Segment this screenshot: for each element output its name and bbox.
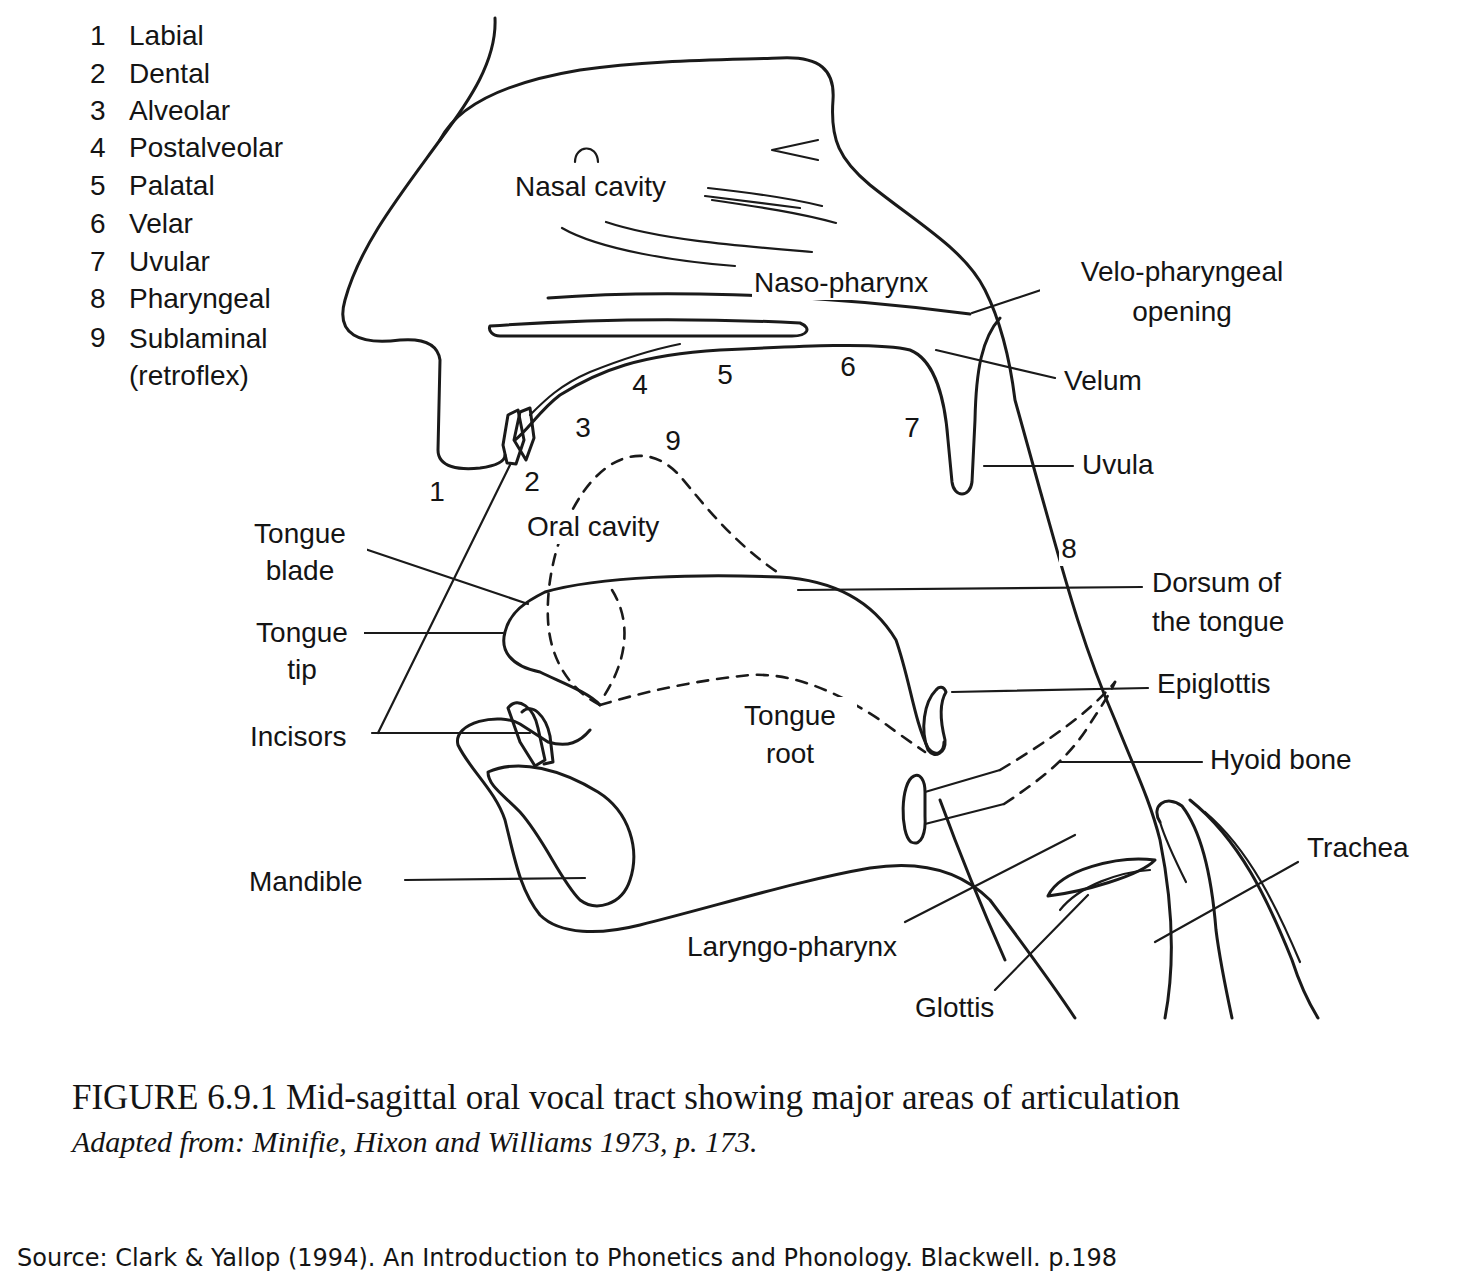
part-label: Nasal cavity	[513, 170, 668, 204]
legend-term: Sublaminal (retroflex)	[127, 320, 301, 394]
legend-term: Dental	[127, 57, 212, 91]
part-label: Velum	[1062, 364, 1144, 398]
alveolar-ridge	[530, 344, 680, 415]
callout-number: 2	[522, 465, 542, 499]
retroflex-tongue	[548, 456, 780, 705]
callout-number: 9	[663, 424, 683, 458]
part-label: Mandible	[247, 865, 365, 899]
mandible-bone	[488, 766, 634, 906]
arytenoid	[1157, 801, 1232, 1018]
legend-term: Postalveolar	[127, 131, 285, 165]
legend-number: 4	[88, 131, 108, 165]
nasal-feature	[575, 148, 598, 162]
hyoid-horn	[1004, 682, 1115, 804]
legend-term: Uvular	[127, 245, 212, 279]
callout-number: 3	[573, 411, 593, 445]
legend-term: Palatal	[127, 169, 217, 203]
source-note: Adapted from: Minifie, Hixon and William…	[70, 1124, 760, 1160]
callout-number: 1	[427, 475, 447, 509]
leader-line	[1060, 761, 1202, 763]
part-label: Laryngo-pharynx	[685, 930, 899, 964]
hard-palate	[489, 320, 806, 336]
callout-number: 6	[838, 350, 858, 384]
callout-number: 4	[630, 368, 650, 402]
leader-line	[705, 196, 800, 208]
leader-line	[905, 835, 1075, 922]
part-label: Hyoid bone	[1208, 743, 1354, 777]
vocal-fold	[1060, 870, 1150, 910]
legend-number: 1	[88, 19, 108, 53]
legend-term: Pharyngeal	[127, 282, 273, 316]
leader-line	[972, 287, 1050, 313]
vocal-fold	[1048, 859, 1155, 896]
legend-number: 3	[88, 94, 108, 128]
part-label: Uvula	[1080, 448, 1156, 482]
leader-line	[952, 688, 1148, 692]
hyoid-bone	[903, 775, 925, 843]
callout-number: 7	[902, 411, 922, 445]
part-label: Tongue tip	[240, 614, 364, 688]
leader-line	[372, 465, 530, 733]
hyoid-bone	[925, 770, 1004, 824]
part-label: Glottis	[913, 991, 996, 1025]
larynx-front	[940, 800, 1005, 960]
legend-number: 5	[88, 169, 108, 203]
legend-term: Velar	[127, 207, 195, 241]
legend-term: Alveolar	[127, 94, 232, 128]
part-label: Incisors	[248, 720, 348, 754]
part-label: Naso-pharynx	[752, 266, 930, 300]
part-label: Velo-pharyngeal opening	[1040, 252, 1324, 332]
leader-line	[346, 632, 503, 634]
legend-number: 9	[88, 321, 108, 355]
trachea-wall	[1190, 800, 1318, 1018]
part-label: Tongue root	[723, 697, 857, 773]
oral-roof	[515, 318, 1000, 494]
part-label: Epiglottis	[1155, 667, 1273, 701]
legend-term: Labial	[127, 19, 206, 53]
legend-number: 7	[88, 245, 108, 279]
leader-line	[798, 587, 1142, 590]
arytenoid	[1160, 822, 1186, 882]
callout-number: 8	[1059, 532, 1079, 566]
legend-number: 6	[88, 207, 108, 241]
callout-number: 5	[715, 358, 735, 392]
part-label: Tongue blade	[233, 515, 367, 589]
nasal-concha	[712, 200, 836, 223]
nasal-pharynx-wall	[440, 58, 1171, 1018]
nasal-concha	[606, 222, 812, 252]
leader-line	[995, 895, 1088, 990]
lower-incisor	[522, 709, 553, 764]
figure-caption: FIGURE 6.9.1 Mid-sagittal oral vocal tra…	[70, 1077, 1182, 1119]
nasal-feature	[772, 140, 818, 160]
face-profile	[343, 18, 505, 469]
leader-line	[1155, 862, 1298, 942]
legend-number: 2	[88, 57, 108, 91]
upper-incisor	[514, 408, 534, 460]
legend-number: 8	[88, 282, 108, 316]
source-note: Source: Clark & Yallop (1994). An Introd…	[15, 1243, 1119, 1273]
part-label: Dorsum of the tongue	[1150, 563, 1314, 641]
leader-line	[936, 350, 1055, 378]
epiglottis	[924, 687, 946, 754]
tongue-divide	[600, 590, 625, 702]
part-label: Trachea	[1305, 831, 1411, 865]
leader-line	[405, 878, 585, 880]
part-label: Oral cavity	[525, 510, 661, 544]
hyoid-horn	[1000, 682, 1115, 770]
leader-line	[984, 465, 1073, 467]
